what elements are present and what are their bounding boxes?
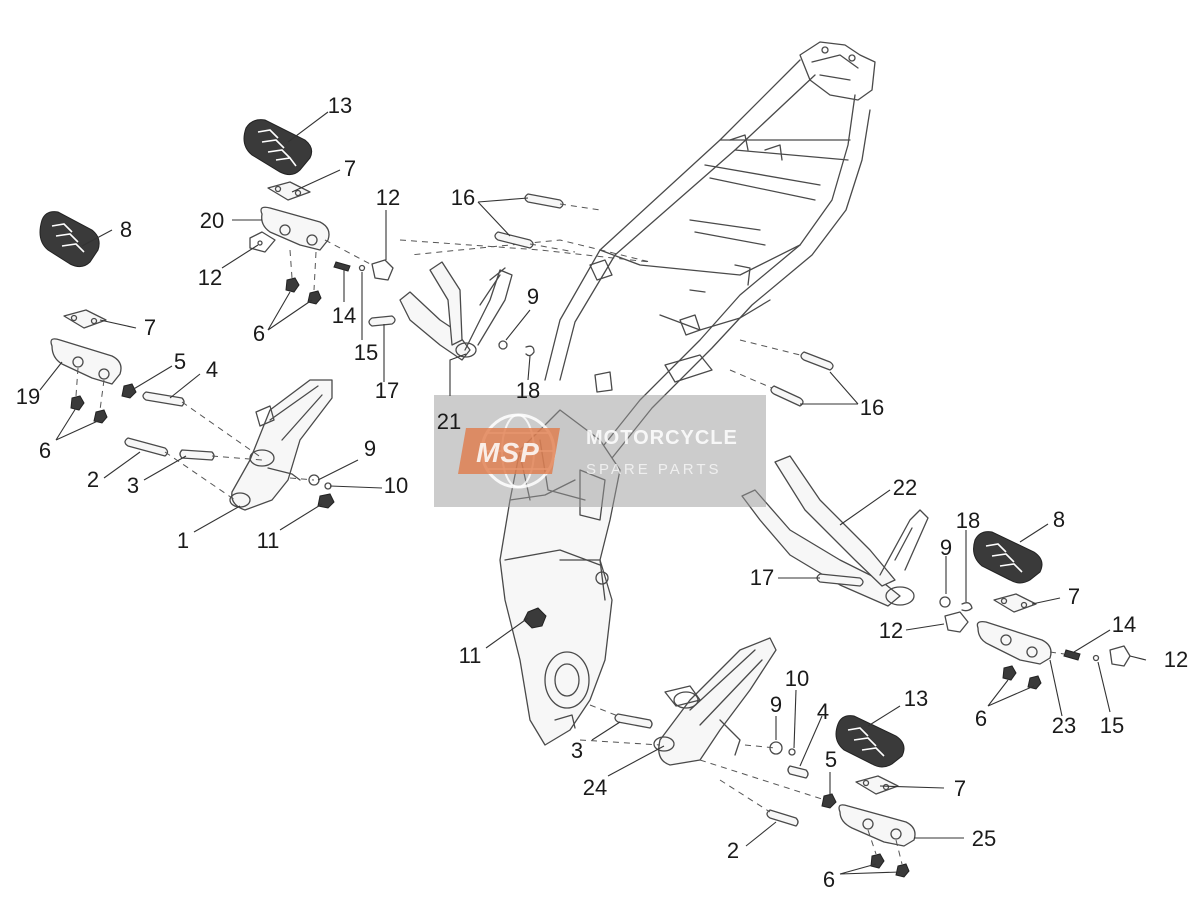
right-passenger-footrest-peg: [973, 531, 1131, 690]
callout-20: 20: [200, 208, 224, 233]
callout-25: 25: [972, 826, 996, 851]
callout-16: 16: [860, 395, 884, 420]
callout-9: 9: [940, 535, 952, 560]
callout-12: 12: [376, 185, 400, 210]
callout-4: 4: [817, 699, 829, 724]
callout-6: 6: [823, 867, 835, 892]
callout-6: 6: [253, 321, 265, 346]
watermark-logo-text: MSP: [476, 437, 540, 468]
callout-2: 2: [87, 467, 99, 492]
callout-11: 11: [459, 643, 482, 668]
left-rider-footrest-bracket: [121, 379, 335, 511]
leader-lines: [39, 111, 1147, 875]
callout-15: 15: [354, 340, 378, 365]
callout-13: 13: [904, 686, 928, 711]
callout-3: 3: [571, 738, 583, 763]
left-rider-footrest-peg: [39, 211, 122, 424]
rear-frame: [499, 41, 876, 746]
callout-7: 7: [1068, 584, 1080, 609]
watermark-line2: SPARE PARTS: [586, 461, 722, 478]
callout-17: 17: [750, 565, 774, 590]
callout-9: 9: [527, 284, 539, 309]
callout-7: 7: [954, 776, 966, 801]
callout-7: 7: [144, 315, 156, 340]
right-rider-footrest-peg: [835, 715, 916, 878]
callout-6: 6: [975, 706, 987, 731]
callout-10: 10: [384, 473, 408, 498]
callout-8: 8: [120, 217, 132, 242]
callout-5: 5: [174, 349, 186, 374]
callout-18: 18: [956, 508, 980, 533]
right-rider-footrest-bracket: [579, 637, 837, 827]
watermark-logo-badge: [458, 428, 560, 474]
callout-8: 8: [1053, 507, 1065, 532]
right-passenger-footrest-hanger: [741, 455, 973, 633]
callout-19: 19: [16, 384, 40, 409]
upper-mounting-bolts: [494, 193, 601, 253]
callout-18: 18: [516, 378, 540, 403]
lower-mounting-bolts: [729, 339, 834, 407]
callout-9: 9: [770, 692, 782, 717]
watermark-line1: MOTORCYCLE: [586, 427, 738, 449]
callout-labels: 13 7 20 12 12 8 6 14 15 17 7 19 5 4 6 2 …: [16, 93, 1188, 892]
callout-24: 24: [583, 775, 607, 800]
watermark: MSP MOTORCYCLE SPARE PARTS: [434, 395, 766, 507]
callout-22: 22: [893, 475, 917, 500]
callout-3: 3: [127, 473, 139, 498]
callout-14: 14: [332, 303, 356, 328]
callout-5: 5: [825, 747, 837, 772]
callout-16: 16: [451, 185, 475, 210]
callout-13: 13: [328, 93, 352, 118]
callout-12: 12: [879, 618, 903, 643]
callout-15: 15: [1100, 713, 1124, 738]
callout-11: 11: [257, 528, 280, 553]
callout-14: 14: [1112, 612, 1136, 637]
callout-1: 1: [177, 528, 189, 553]
callout-12: 12: [1164, 647, 1188, 672]
callout-10: 10: [785, 666, 809, 691]
callout-7: 7: [344, 156, 356, 181]
callout-23: 23: [1052, 713, 1076, 738]
callout-6: 6: [39, 438, 51, 463]
callout-12: 12: [198, 265, 222, 290]
callout-21: 21: [437, 409, 461, 434]
callout-9: 9: [364, 436, 376, 461]
left-passenger-footrest-hanger: [399, 239, 651, 361]
callout-17: 17: [375, 378, 399, 403]
callout-4: 4: [206, 357, 218, 382]
callout-2: 2: [727, 838, 739, 863]
left-passenger-footrest-assembly: [243, 119, 396, 327]
